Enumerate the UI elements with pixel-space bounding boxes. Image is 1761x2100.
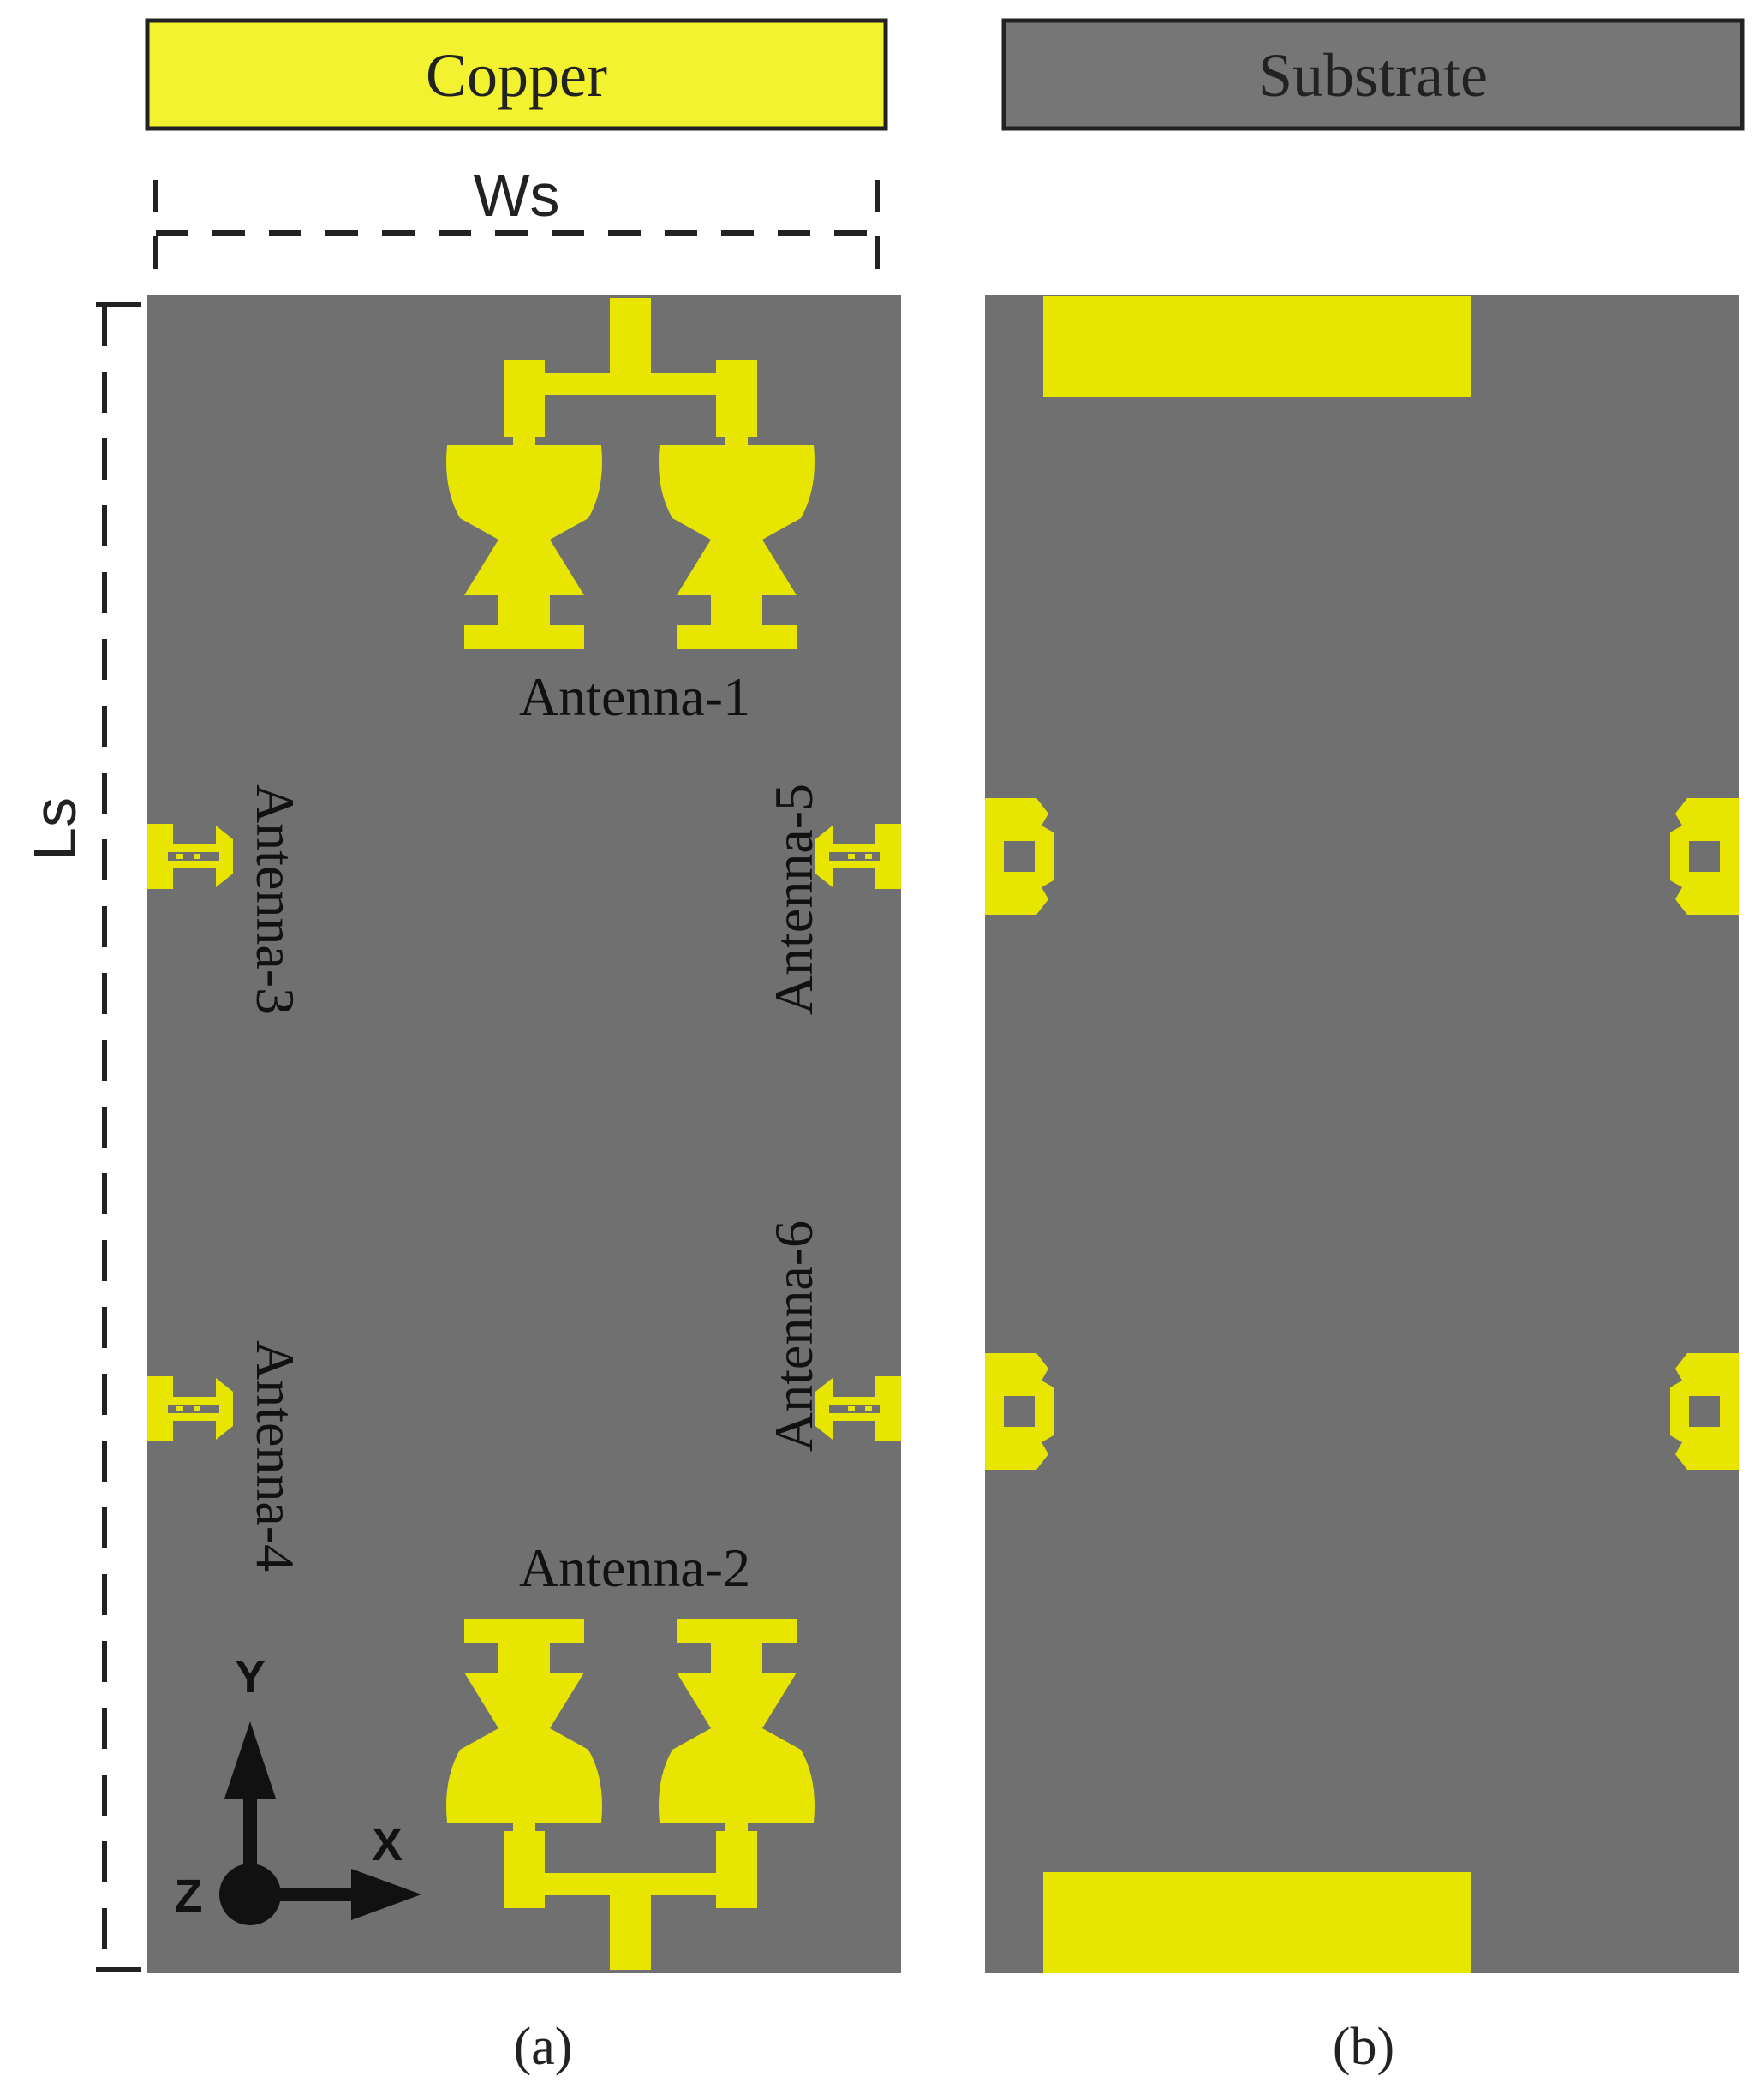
width-dimension: Ws xyxy=(153,162,880,291)
legend-copper: Copper xyxy=(145,18,888,131)
x-axis-label: X xyxy=(372,1819,403,1870)
ground-patch-bottom xyxy=(1043,1872,1471,1973)
antenna-6-label: Antenna-6 xyxy=(763,1220,824,1452)
length-dimension: Ls xyxy=(21,302,141,1972)
panel-b-label: (b) xyxy=(1333,2018,1394,2076)
coordinate-axes: Y X Z xyxy=(175,1651,421,1925)
antenna-2-structure xyxy=(446,1619,815,1970)
antenna-3-label: Antenna-3 xyxy=(245,784,306,1015)
z-axis-label: Z xyxy=(175,1870,203,1922)
ground-slot-5 xyxy=(1670,798,1739,915)
length-label: Ls xyxy=(21,797,88,861)
ground-slot-3 xyxy=(985,798,1054,915)
antenna-2-label: Antenna-2 xyxy=(519,1537,750,1598)
y-axis-label: Y xyxy=(235,1651,266,1703)
panel-a-label: (a) xyxy=(514,2018,573,2076)
ground-slot-4 xyxy=(985,1353,1054,1470)
width-label: Ws xyxy=(473,162,559,229)
antenna-1-structure xyxy=(446,298,815,649)
legend-substrate-label: Substrate xyxy=(1258,41,1488,110)
ground-patch-top xyxy=(1043,296,1471,397)
antenna-5-label: Antenna-5 xyxy=(763,784,824,1015)
antenna-1-label: Antenna-1 xyxy=(519,666,750,727)
top-layer-board: Antenna-1 Antenna-2 Antenna-3 Antenna-4 … xyxy=(147,295,901,1973)
legend-copper-label: Copper xyxy=(426,41,607,110)
ground-slot-6 xyxy=(1670,1353,1739,1470)
antenna-4-label: Antenna-4 xyxy=(245,1340,306,1572)
legend-substrate: Substrate xyxy=(1001,18,1745,131)
bottom-layer-board xyxy=(985,295,1739,1973)
